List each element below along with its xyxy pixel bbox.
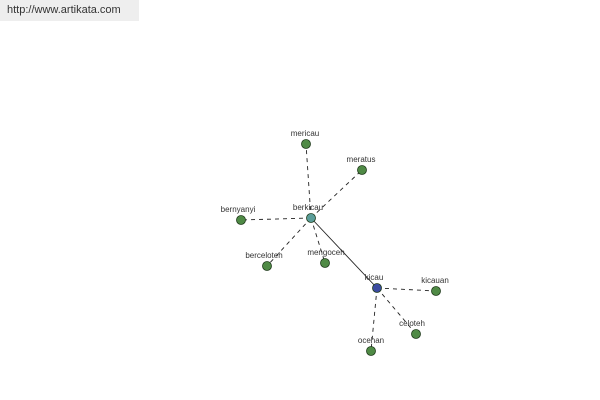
node-label: celoteh — [399, 319, 425, 328]
edge-kicau-ocehan — [370, 287, 378, 352]
node-circle[interactable] — [357, 165, 367, 175]
node-mericau[interactable]: mericau — [291, 129, 319, 149]
node-label: mericau — [291, 129, 319, 138]
node-kicau[interactable]: kicau — [365, 273, 384, 293]
node-label: berceloteh — [245, 251, 282, 260]
edge-berkicau-meratus — [310, 169, 363, 219]
edge-berkicau-kicau — [310, 217, 378, 289]
site-url-link[interactable]: http://www.artikata.com — [0, 0, 139, 21]
node-label: berkicau — [293, 203, 323, 212]
node-mengoceh[interactable]: mengoceh — [307, 248, 345, 268]
node-circle[interactable] — [320, 258, 330, 268]
node-circle[interactable] — [372, 283, 382, 293]
node-ocehan[interactable]: ocehan — [358, 336, 384, 356]
node-circle[interactable] — [306, 213, 316, 223]
nodes-layer: berkicau mericau meratus bernyanyi bercelote… — [221, 129, 449, 356]
edge-kicau-kicauan — [376, 287, 437, 292]
node-label: meratus — [347, 155, 376, 164]
node-berceloteh[interactable]: berceloteh — [245, 251, 283, 271]
node-circle[interactable] — [236, 215, 246, 225]
node-label: bernyanyi — [221, 205, 256, 214]
node-celoteh[interactable]: celoteh — [399, 319, 425, 339]
node-kicauan[interactable]: kicauan — [421, 276, 449, 296]
node-meratus[interactable]: meratus — [347, 155, 376, 175]
node-berkicau[interactable]: berkicau — [293, 203, 323, 223]
edges-layer — [240, 143, 437, 352]
node-label: ocehan — [358, 336, 384, 345]
node-label: kicauan — [421, 276, 449, 285]
node-circle[interactable] — [262, 261, 272, 271]
node-label: kicau — [365, 273, 384, 282]
node-bernyanyi[interactable]: bernyanyi — [221, 205, 256, 225]
node-circle[interactable] — [411, 329, 421, 339]
edge-berkicau-bernyanyi — [240, 217, 312, 221]
edge-kicau-celoteh — [376, 287, 417, 335]
node-label: mengoceh — [307, 248, 344, 257]
edge-berkicau-berceloteh — [266, 217, 312, 267]
node-circle[interactable] — [301, 139, 311, 149]
node-circle[interactable] — [431, 286, 441, 296]
node-circle[interactable] — [366, 346, 376, 356]
